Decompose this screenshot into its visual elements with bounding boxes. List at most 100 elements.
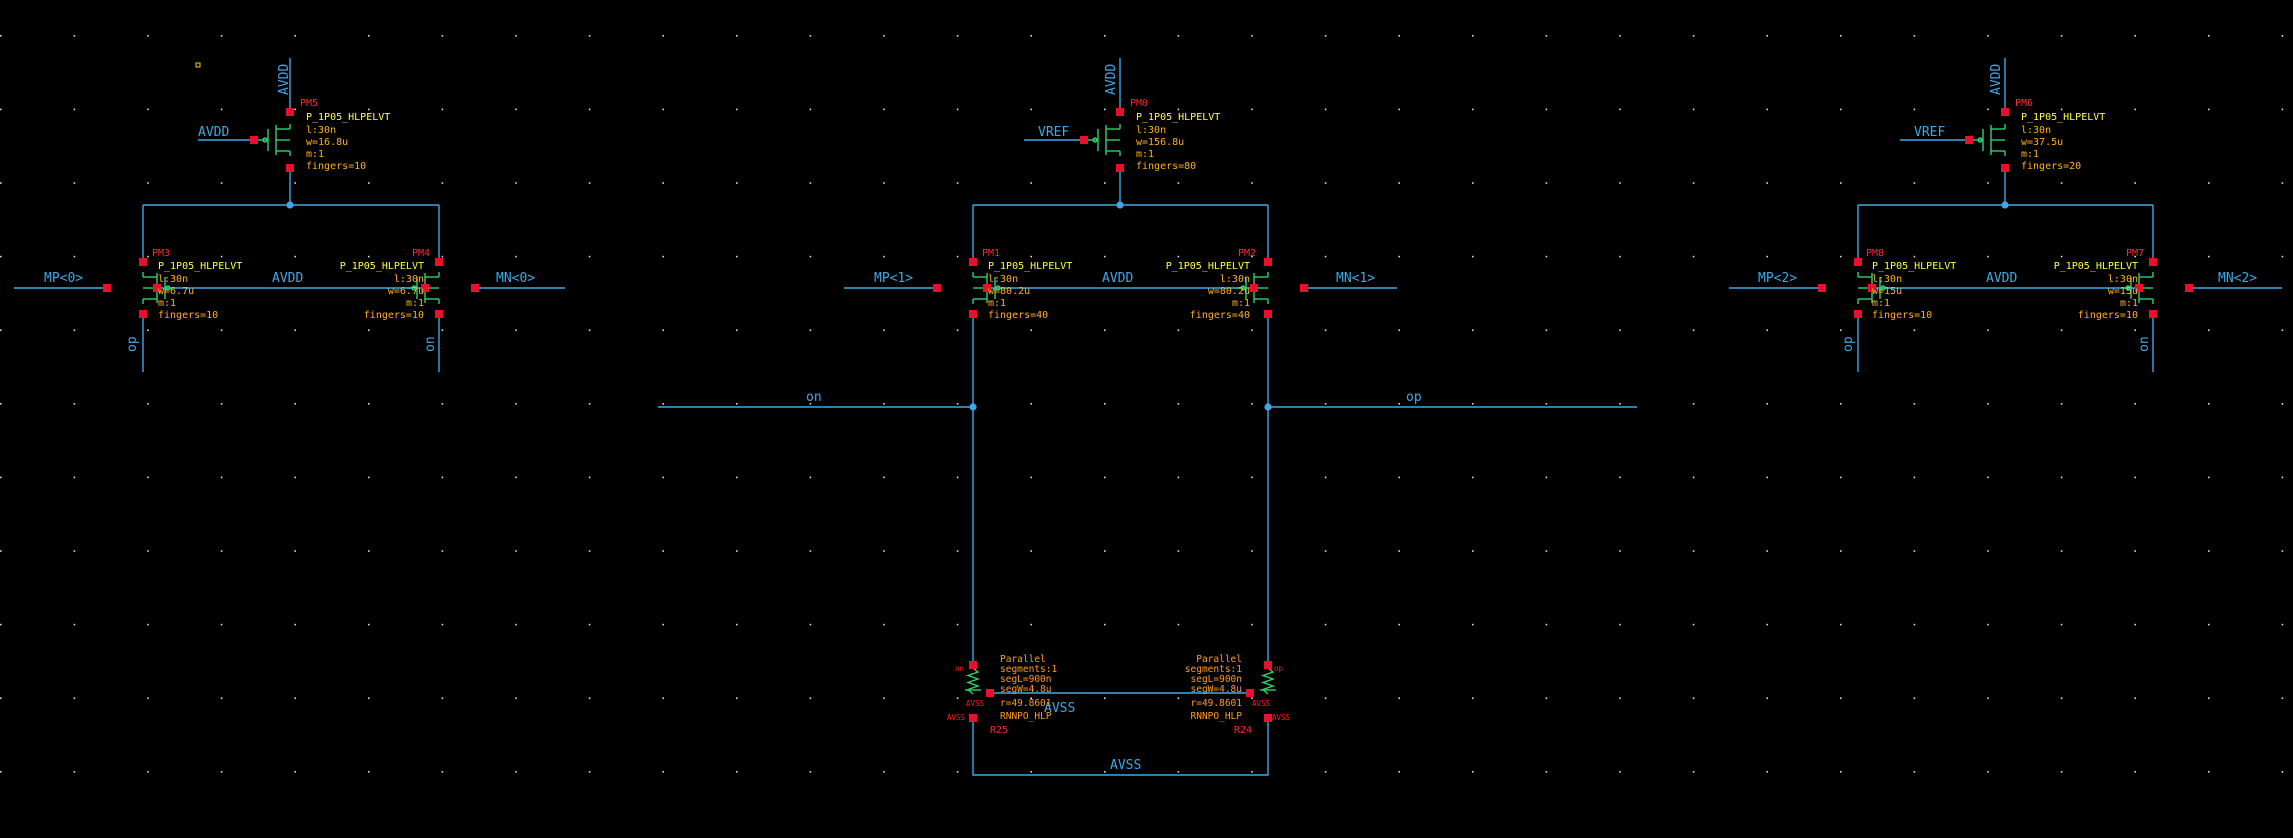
net-label-avss[interactable]: AVSS bbox=[1110, 758, 1141, 773]
device-pm8-labels[interactable]: PM8 P_1P05_HLPELVT l:30n w=15u m:1 finge… bbox=[1866, 248, 1956, 321]
net-label-vref[interactable]: VREF bbox=[1038, 125, 1069, 140]
grid-dot bbox=[294, 35, 296, 37]
svg-text:PM0: PM0 bbox=[1130, 98, 1148, 109]
net-label-on[interactable]: on bbox=[423, 336, 438, 352]
net-label-op[interactable]: op bbox=[1406, 390, 1422, 405]
grid-dot bbox=[1545, 771, 1548, 773]
grid-dot bbox=[809, 403, 812, 405]
grid-dot bbox=[588, 403, 591, 405]
pin-square bbox=[2149, 310, 2157, 318]
grid-dot bbox=[294, 329, 296, 331]
grid-dot bbox=[1913, 329, 1916, 331]
net-label-avdd[interactable]: AVDD bbox=[198, 125, 229, 140]
pin-square bbox=[435, 310, 443, 318]
device-pm6-labels[interactable]: PM6 P_1P05_HLPELVT l:30n w=37.5u m:1 fin… bbox=[2015, 98, 2105, 172]
net-label-on[interactable]: on bbox=[806, 390, 822, 405]
grid-dot bbox=[1104, 697, 1106, 699]
grid-dot bbox=[1104, 403, 1106, 405]
pin-square bbox=[250, 136, 258, 144]
grid-dot bbox=[73, 550, 76, 552]
net-label-mn1[interactable]: MN<1> bbox=[1336, 271, 1375, 286]
grid-dot bbox=[1766, 329, 1768, 331]
grid-dot bbox=[368, 403, 370, 405]
net-label-mn2[interactable]: MN<2> bbox=[2218, 271, 2257, 286]
grid-dot bbox=[1987, 623, 1989, 626]
grid-dot bbox=[1472, 182, 1474, 184]
grid-dot bbox=[736, 108, 738, 111]
device-pm5-labels[interactable]: PM5 P_1P05_HLPELVT l:30n w=16.8u m:1 fin… bbox=[300, 98, 390, 172]
net-label-vref[interactable]: VREF bbox=[1914, 125, 1945, 140]
grid-dot bbox=[294, 550, 296, 552]
grid-dot bbox=[1619, 35, 1621, 37]
grid-dot bbox=[1545, 403, 1548, 405]
net-label-avdd[interactable]: AVDD bbox=[272, 271, 303, 286]
svg-text:l:30n: l:30n bbox=[988, 274, 1018, 285]
pin-square bbox=[969, 258, 977, 266]
net-label-mp1[interactable]: MP<1> bbox=[874, 271, 913, 286]
net-label-mp0[interactable]: MP<0> bbox=[44, 271, 83, 286]
net-label-avss[interactable]: AVSS bbox=[1044, 701, 1075, 716]
grid-dot bbox=[1840, 403, 1842, 405]
svg-text:P_1P05_HLPELVT: P_1P05_HLPELVT bbox=[988, 261, 1072, 272]
device-pm2-labels[interactable]: PM2 P_1P05_HLPELVT l:30n w=80.2u m:1 fin… bbox=[1166, 248, 1256, 321]
grid-dot bbox=[515, 35, 517, 37]
grid-dot bbox=[956, 476, 959, 479]
device-pm1-labels[interactable]: PM1 P_1P05_HLPELVT l:30n w=80.2u m:1 fin… bbox=[982, 248, 1072, 321]
svg-text:fingers=20: fingers=20 bbox=[2021, 161, 2081, 172]
resistor-r25-labels[interactable]: Parallel segments:1 segL=900n segW=4.8u … bbox=[990, 654, 1057, 736]
grid-dot bbox=[1472, 403, 1474, 405]
grid-dot bbox=[368, 35, 370, 37]
grid-dot bbox=[515, 623, 517, 626]
device-pm0-labels[interactable]: PM0 P_1P05_HLPELVT l:30n w=156.8u m:1 fi… bbox=[1130, 98, 1220, 172]
grid-dot bbox=[1913, 35, 1916, 37]
svg-text:w=6.7u: w=6.7u bbox=[388, 286, 424, 297]
grid-dot bbox=[662, 182, 664, 184]
grid-dot bbox=[1840, 697, 1842, 699]
grid-dot bbox=[662, 697, 664, 699]
grid-dot bbox=[441, 403, 444, 405]
pin-square bbox=[2135, 284, 2143, 292]
grid-dot bbox=[1766, 255, 1768, 258]
net-label-mp2[interactable]: MP<2> bbox=[1758, 271, 1797, 286]
grid-dot bbox=[1987, 476, 1989, 479]
grid-dot bbox=[515, 329, 517, 331]
device-pm7-labels[interactable]: PM7 P_1P05_HLPELVT l:30n w=15u m:1 finge… bbox=[2054, 248, 2144, 321]
device-pm3-labels[interactable]: PM3 P_1P05_HLPELVT l:30n w=6.7u m:1 fing… bbox=[152, 248, 242, 321]
grid-dot bbox=[0, 697, 2, 699]
net-label-avdd[interactable]: AVDD bbox=[1986, 271, 2017, 286]
pin-square bbox=[471, 284, 479, 292]
net-label-mn0[interactable]: MN<0> bbox=[496, 271, 535, 286]
grid-dot bbox=[2134, 108, 2136, 111]
grid-dot bbox=[1766, 182, 1768, 184]
svg-text:P_1P05_HLPELVT: P_1P05_HLPELVT bbox=[2021, 112, 2105, 123]
grid-dot bbox=[441, 35, 444, 37]
grid-dot bbox=[441, 550, 444, 552]
net-label-avdd[interactable]: AVDD bbox=[1989, 64, 2004, 95]
grid-dot bbox=[1324, 35, 1327, 37]
grid-dot bbox=[1324, 182, 1327, 184]
pin-square bbox=[421, 284, 429, 292]
net-label-avdd[interactable]: AVDD bbox=[1104, 64, 1119, 95]
net-label-on[interactable]: on bbox=[2137, 336, 2152, 352]
grid-dot bbox=[1766, 35, 1768, 37]
grid-dot bbox=[1104, 35, 1106, 37]
grid-dot bbox=[1398, 35, 1400, 37]
grid-dot bbox=[883, 182, 885, 184]
grid-dot bbox=[0, 550, 2, 552]
net-label-avdd[interactable]: AVDD bbox=[1102, 271, 1133, 286]
grid-dot bbox=[294, 476, 296, 479]
grid-dot bbox=[368, 329, 370, 331]
grid-dot bbox=[1619, 403, 1621, 405]
svg-text:m:1: m:1 bbox=[158, 298, 176, 309]
net-label-avdd[interactable]: AVDD bbox=[277, 64, 292, 95]
svg-text:w=37.5u: w=37.5u bbox=[2021, 137, 2063, 148]
net-label-op[interactable]: op bbox=[1841, 336, 1856, 352]
svg-text:l:30n: l:30n bbox=[394, 274, 424, 285]
resistor-r24-labels[interactable]: Parallel segments:1 segL=900n segW=4.8u … bbox=[1185, 654, 1252, 736]
net-label-op[interactable]: op bbox=[125, 336, 140, 352]
grid-dot bbox=[220, 771, 223, 773]
svg-text:segW=4.8u: segW=4.8u bbox=[1191, 684, 1242, 695]
grid-dot bbox=[1472, 255, 1474, 258]
device-pm4-labels[interactable]: PM4 P_1P05_HLPELVT l:30n w=6.7u m:1 fing… bbox=[340, 248, 430, 321]
